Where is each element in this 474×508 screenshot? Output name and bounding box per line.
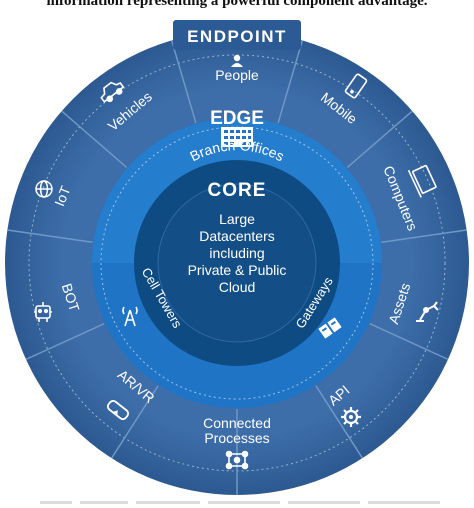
endpoint-title: ENDPOINT <box>187 27 287 46</box>
network-nodes-icon <box>225 450 249 470</box>
core-line-3: including <box>209 245 264 261</box>
footer-text-strip <box>0 497 474 508</box>
iot-label: IoT <box>51 183 74 208</box>
iot-globe-icon <box>35 180 53 198</box>
vr-headset-icon <box>106 400 130 420</box>
people-icon <box>231 54 243 67</box>
endpoint-title-tab <box>173 20 301 50</box>
sector-divider <box>346 110 413 168</box>
sector-divider <box>7 229 93 243</box>
connected-processes-label-line-1: Connected <box>203 415 271 431</box>
cell-tower-icon <box>122 306 138 327</box>
sector-divider <box>110 385 159 459</box>
core-inner-circle <box>157 183 317 343</box>
sector-divider <box>25 322 105 361</box>
sector-divider <box>381 229 467 243</box>
figure-caption: information representing a powerful comp… <box>46 0 428 9</box>
sector-divider <box>369 322 449 361</box>
computer-icon <box>407 164 437 198</box>
core-line-1: Large <box>219 211 255 227</box>
edge-title: EDGE <box>210 108 264 129</box>
sector-divider <box>61 110 128 168</box>
robotic-arm-icon <box>416 301 439 322</box>
gear-icon <box>341 407 361 427</box>
car-icon <box>100 81 125 103</box>
sector-divider <box>315 385 364 459</box>
sector-divider <box>170 40 197 124</box>
sector-divider <box>277 40 304 124</box>
core-line-5: Cloud <box>219 279 256 295</box>
gateways-icon <box>318 317 342 339</box>
endpoint-sector-dividers <box>7 40 467 495</box>
people-label: People <box>215 67 259 83</box>
core-title: CORE <box>208 180 267 201</box>
mobile-icon <box>344 73 368 99</box>
core-line-2: Datacenters <box>199 228 274 244</box>
building-icon <box>221 127 253 147</box>
connected-processes-label-line-2: Processes <box>204 430 269 446</box>
core-line-4: Private & Public <box>188 262 287 278</box>
robot-icon <box>34 302 52 322</box>
